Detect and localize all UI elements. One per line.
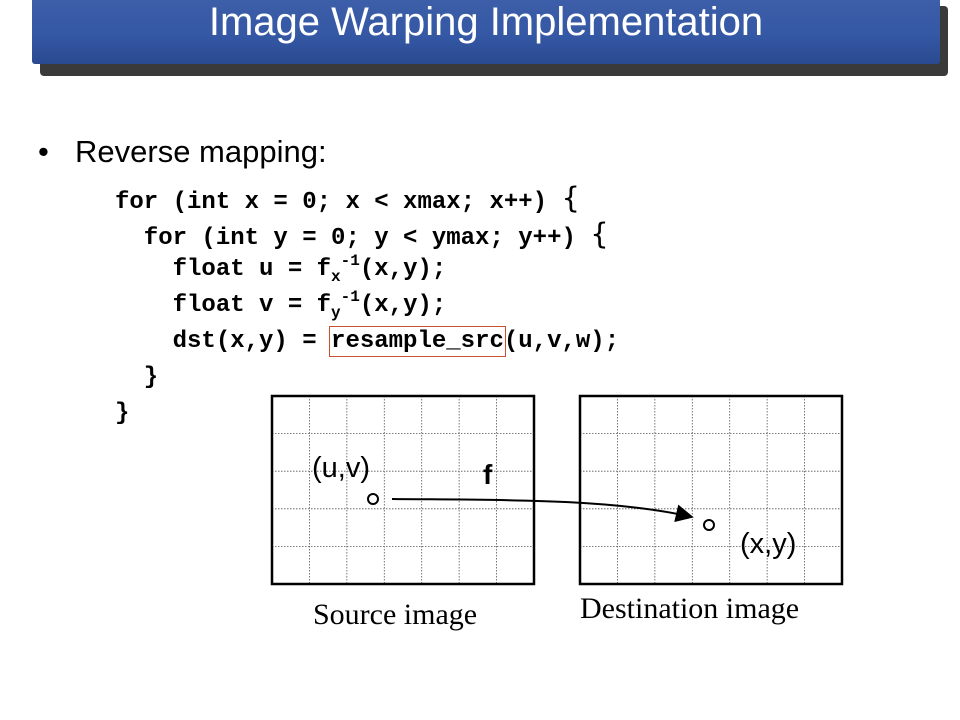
bullet-text: Reverse mapping: [75, 134, 327, 169]
code-block: for (int x = 0; x < xmax; x++) { for (in… [115, 180, 619, 432]
code-line-6: } [115, 364, 159, 391]
source-image-grid [272, 396, 534, 584]
code-line-5-pre: dst(x,y) = [115, 328, 332, 355]
code-line-3-superscript: -1 [340, 252, 360, 270]
code-open-brace-1: { [561, 181, 580, 215]
code-line-1: for (int x = 0; x < xmax; x++) { [115, 180, 619, 216]
code-line-1-text: for (int x = 0; x < xmax; x++) [115, 189, 562, 216]
slide-title: Image Warping Implementation [208, 0, 764, 44]
source-image-caption: Source image [313, 598, 478, 631]
code-line-4-pre: float v = f [115, 292, 332, 319]
code-highlight-resample-src: resample_src [329, 326, 506, 357]
code-line-4-subscript: y [331, 304, 341, 322]
code-line-5-post: (u,v,w); [503, 328, 620, 355]
destination-image-frame [578, 394, 844, 586]
title-bar [32, 0, 940, 64]
mapping-function-label: f [483, 459, 493, 490]
mapping-arrow [391, 498, 694, 523]
code-line-3-post: (x,y); [359, 256, 447, 283]
code-line-2: for (int y = 0; y < ymax; y++) { [115, 216, 619, 252]
source-image-frame [270, 394, 536, 586]
code-line-3-pre: float u = f [115, 256, 332, 283]
code-line-3: float u = fx-1(x,y); [115, 252, 619, 288]
code-line-5: dst(x,y) = resample_src(u,v,w); [115, 324, 619, 360]
code-open-brace-2: { [590, 217, 609, 251]
code-line-4-post: (x,y); [359, 292, 447, 319]
destination-point-label: (x,y) [740, 528, 797, 560]
source-point [367, 493, 379, 505]
code-line-7: } [115, 400, 130, 427]
bullet-dot: • [38, 134, 49, 169]
destination-image-caption: Destination image [580, 592, 800, 625]
destination-image-grid [580, 396, 842, 584]
code-line-2-text: for (int y = 0; y < ymax; y++) [115, 225, 591, 252]
code-line-4-superscript: -1 [340, 288, 360, 306]
destination-point [703, 519, 715, 531]
source-point-label: (u,v) [312, 452, 370, 484]
code-line-4: float v = fy-1(x,y); [115, 288, 619, 324]
code-line-3-subscript: x [331, 268, 341, 286]
